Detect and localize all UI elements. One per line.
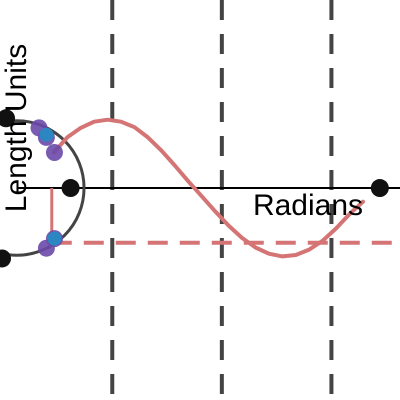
point-layer <box>0 109 389 268</box>
unit-circle <box>0 119 86 257</box>
axis-point-0 <box>61 179 80 198</box>
circle-point-0 <box>0 109 16 128</box>
axis-point-1 <box>370 179 389 198</box>
x-axis-label: Radians <box>253 189 363 222</box>
y-axis-label: Length Units <box>0 44 33 212</box>
circle-layer <box>0 119 86 257</box>
circle-point-1 <box>0 249 12 268</box>
unit-point-2 <box>45 143 63 161</box>
marker-point-1 <box>47 231 62 246</box>
marker-point-0 <box>39 127 54 142</box>
sine-curve <box>51 117 365 259</box>
